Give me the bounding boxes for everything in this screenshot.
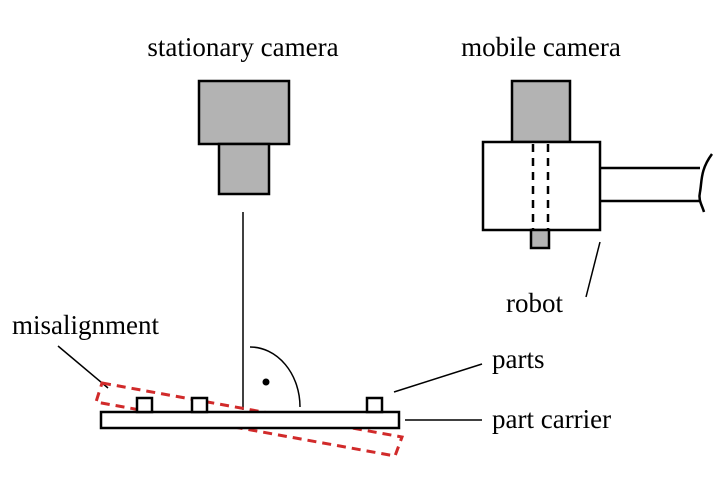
part-middle (190, 396, 209, 414)
mobile-camera (481, 79, 602, 250)
mobile-camera-body (510, 79, 572, 144)
stationary-camera-body (197, 79, 291, 146)
stationary-camera (197, 79, 291, 196)
part-carrier-label: part carrier (492, 404, 611, 434)
misalignment-label: misalignment (12, 310, 159, 340)
right-angle-arc (249, 346, 301, 408)
part-left (135, 396, 154, 414)
parts-leader-line (393, 363, 483, 393)
robot-leader-line (585, 241, 601, 298)
stationary-camera-label: stationary camera (147, 32, 338, 62)
misalignment-leader-line (57, 345, 109, 389)
robot-arm (600, 153, 714, 213)
right-angle-dot (262, 378, 270, 386)
part-carrier (99, 410, 401, 430)
parts-label: parts (492, 344, 544, 374)
robot-gripper-block (481, 140, 602, 232)
part-right (365, 396, 384, 414)
mobile-camera-label: mobile camera (461, 32, 621, 62)
stationary-camera-lens (217, 142, 271, 196)
mobile-camera-lens (529, 228, 551, 250)
robot-label: robot (506, 288, 563, 318)
